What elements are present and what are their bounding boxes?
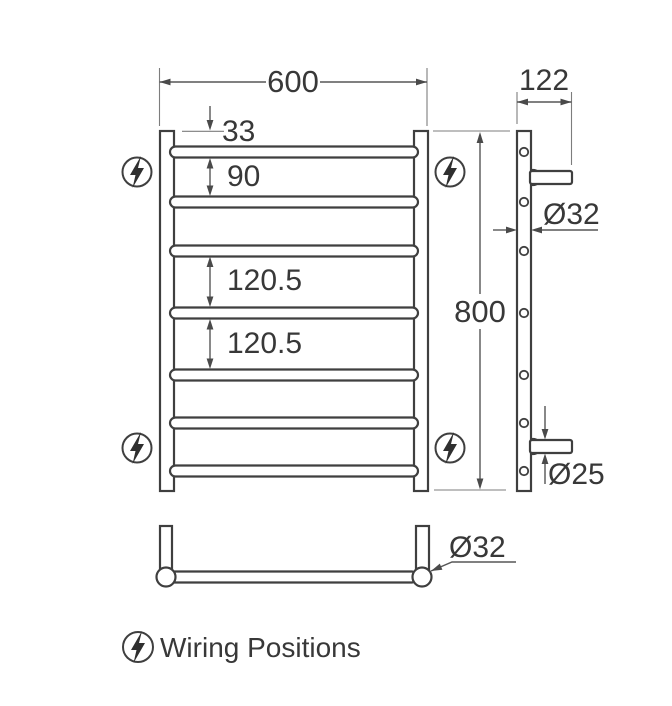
gap-120-5-lower-label: 120.5 <box>227 327 302 360</box>
wiring-legend-icon <box>122 631 154 663</box>
wiring-position-icon-top-left <box>121 156 153 188</box>
side-hole-3 <box>518 245 530 257</box>
rung-5 <box>168 368 420 382</box>
dim-gap-120-5-upper: 120.5 <box>206 256 302 307</box>
legend-label: Wiring Positions <box>160 632 361 663</box>
dim-post-diameter-32: Ø32 <box>493 198 600 234</box>
height-label: 800 <box>454 294 506 329</box>
dim-width-600: 600 <box>158 64 428 126</box>
top-left-post-section <box>155 566 177 588</box>
dim-height-800: 800 <box>433 130 510 491</box>
top-rail <box>170 570 416 584</box>
front-view: 600 33 90 120.5 120.5 <box>121 64 466 493</box>
width-label: 600 <box>267 64 319 99</box>
rung-3 <box>168 244 420 258</box>
top-offset-label: 33 <box>222 115 255 148</box>
top-right-bracket <box>414 524 431 574</box>
side-hole-1 <box>518 146 530 158</box>
gap-120-5-upper-label: 120.5 <box>227 264 302 297</box>
dim-gap-120-5-lower: 120.5 <box>206 319 302 369</box>
legend: Wiring Positions <box>122 631 361 663</box>
dim-depth-122: 122 <box>516 64 573 165</box>
top-left-bracket <box>158 524 174 574</box>
dim-top-view-diameter-32: Ø32 <box>430 531 516 572</box>
dim-gap-90: 90 <box>206 158 260 196</box>
side-view: 122 Ø32 800 Ø25 <box>433 64 605 493</box>
side-hole-6 <box>518 417 530 429</box>
post-diameter-label: Ø32 <box>543 198 600 231</box>
side-top-rail <box>528 169 574 186</box>
rung-7 <box>168 464 420 478</box>
rung-4 <box>168 306 420 320</box>
gap-90-label: 90 <box>227 160 260 193</box>
rail-diameter-label: Ø25 <box>548 458 605 491</box>
side-bottom-rail <box>528 438 574 455</box>
wiring-position-icon-bottom-left <box>121 432 153 464</box>
side-hole-2 <box>518 196 530 208</box>
side-hole-5 <box>518 369 530 381</box>
dim-rail-diameter-25: Ø25 <box>541 406 605 491</box>
depth-label: 122 <box>519 64 569 97</box>
top-view-diameter-label: Ø32 <box>449 531 506 564</box>
side-hole-7 <box>518 465 530 477</box>
top-view: Ø32 <box>155 524 516 588</box>
side-hole-4 <box>518 307 530 319</box>
top-right-post-section <box>411 566 433 588</box>
rung-6 <box>168 416 420 430</box>
rung-1 <box>168 145 420 159</box>
dim-top-offset-33: 33 <box>182 106 255 148</box>
rung-2 <box>168 195 420 209</box>
wiring-position-icon-bottom-right <box>434 432 466 464</box>
wiring-position-icon-top-right <box>434 156 466 188</box>
